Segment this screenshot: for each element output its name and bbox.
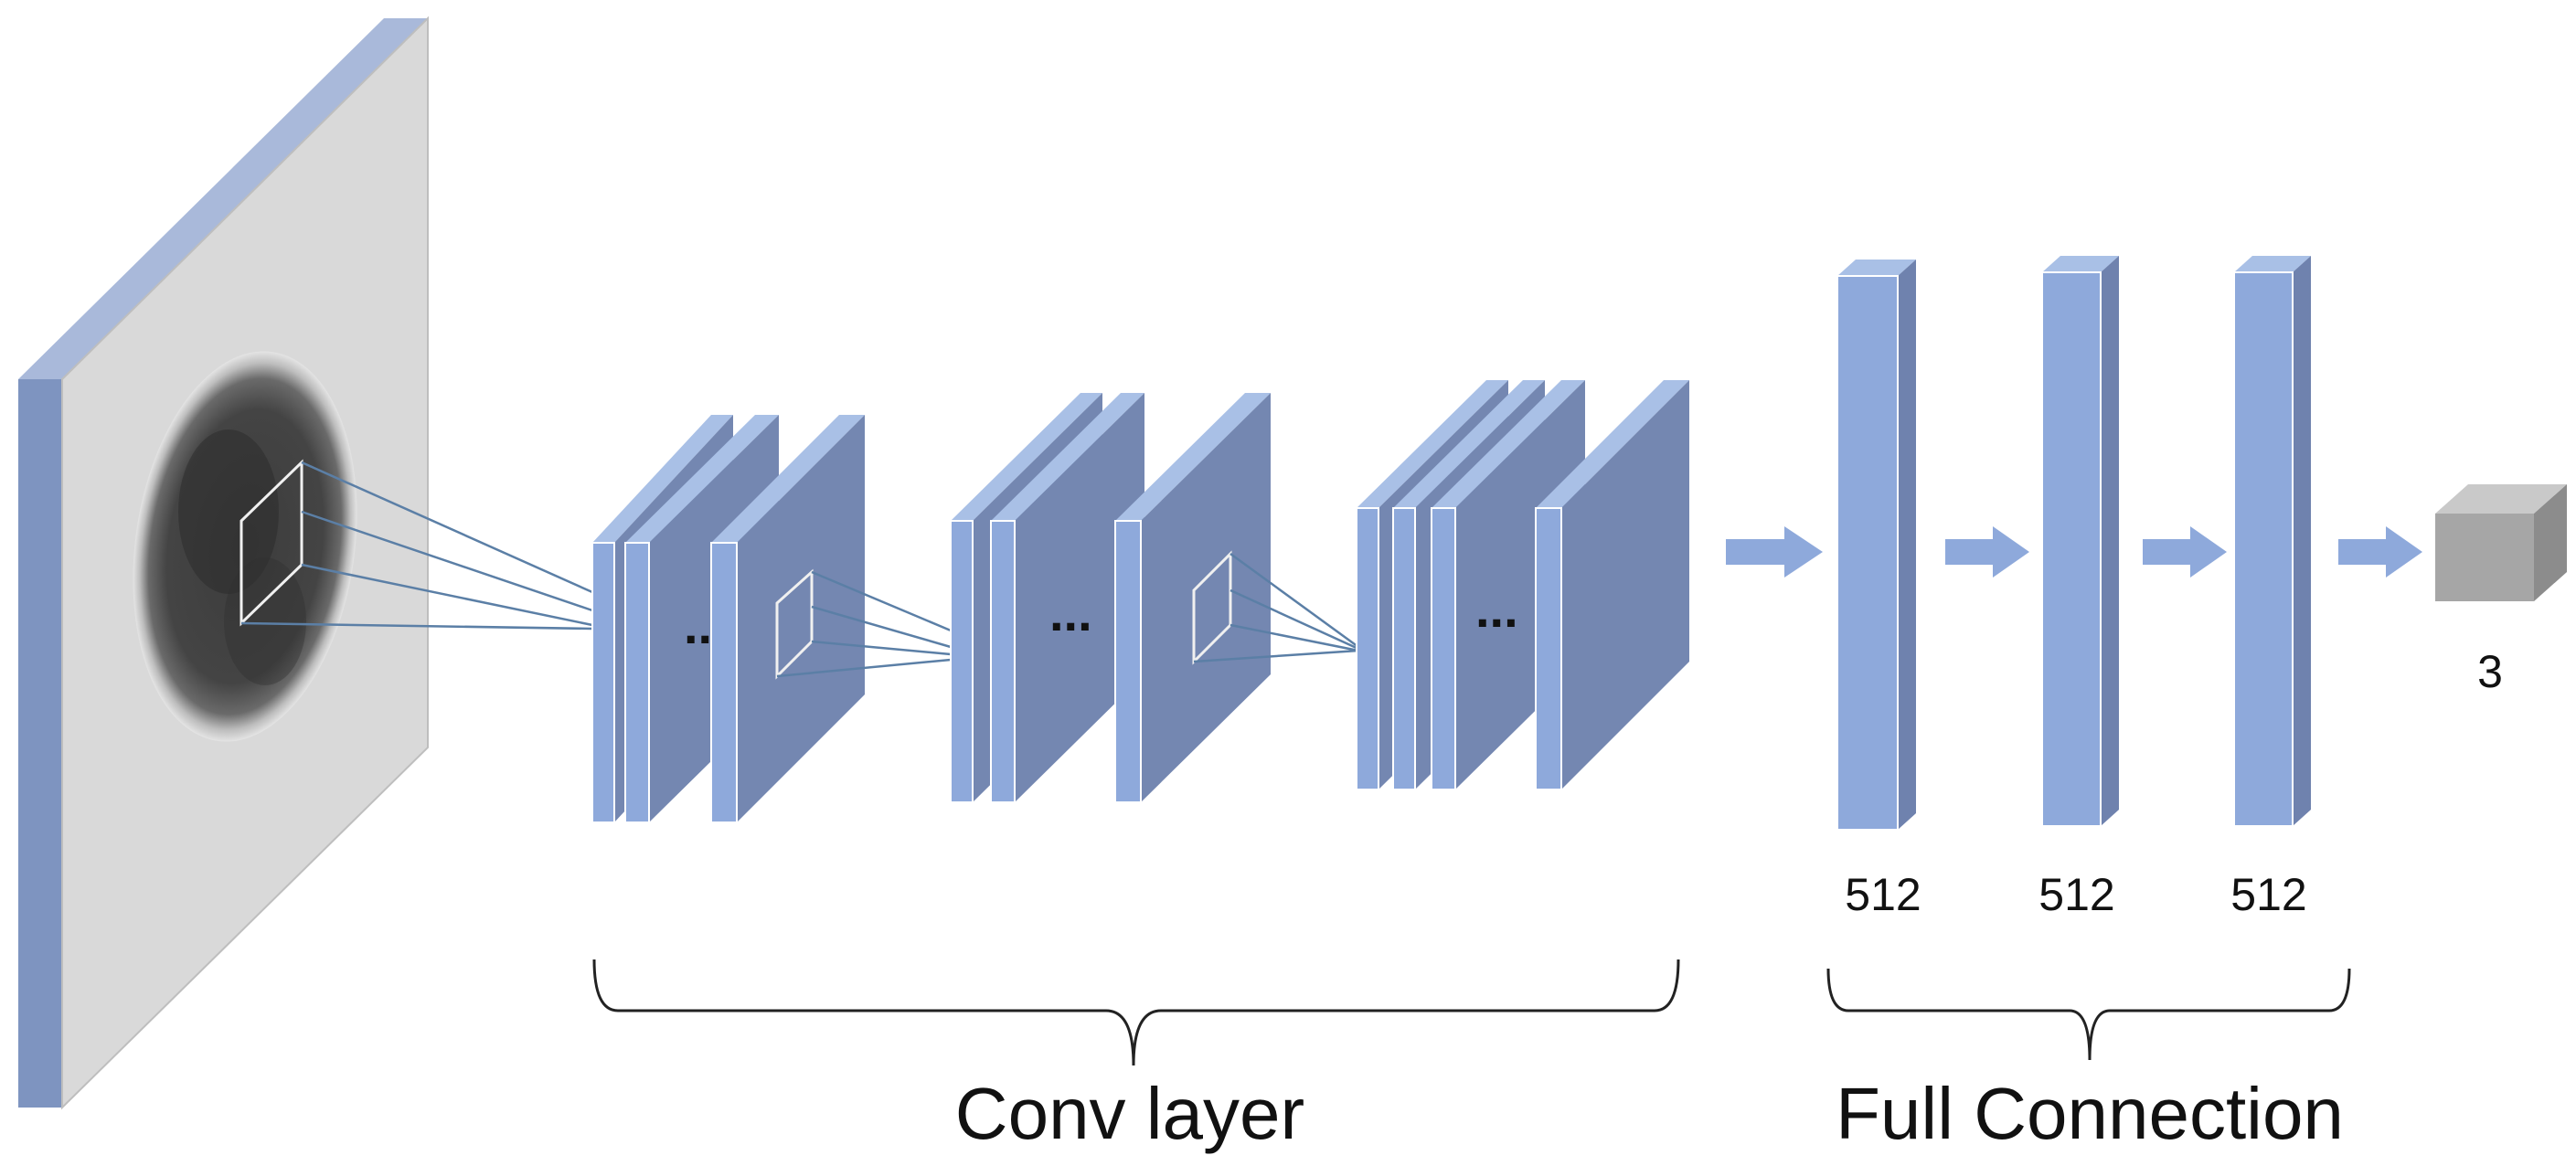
fc-layer-1-units-label: 512 xyxy=(1845,869,1921,920)
fc-layer-2-units-label: 512 xyxy=(2038,869,2114,920)
conv-block-3-ellipsis: ... xyxy=(1475,580,1518,638)
fc-layer-3-units-label: 512 xyxy=(2230,869,2306,920)
conv-block-2: ... xyxy=(950,393,1271,803)
arrow-fc1-to-fc2 xyxy=(1945,526,2029,578)
fc-layer-2 xyxy=(2041,256,2119,827)
feature-map xyxy=(990,393,1144,803)
conv-layer-group-label: Conv layer xyxy=(955,1073,1304,1154)
full-connection-brace xyxy=(1826,968,2351,1061)
arrow-fc3-to-output xyxy=(2338,526,2422,578)
conv-layer-brace xyxy=(592,959,1680,1066)
conv2-to-conv3-connectors xyxy=(1193,552,1359,663)
input-specimen-image xyxy=(133,351,357,742)
fc-layer-3 xyxy=(2233,256,2311,827)
conv-block-3: ... xyxy=(1356,380,1689,790)
input-image-plane xyxy=(18,16,429,1110)
arrow-fc2-to-fc3 xyxy=(2143,526,2227,578)
feature-map xyxy=(710,415,865,823)
fc-layer-1 xyxy=(1836,260,1916,831)
arrow-conv-to-fc1 xyxy=(1726,526,1823,578)
output-cube xyxy=(2435,484,2567,601)
full-connection-group-label: Full Connection xyxy=(1836,1073,2344,1154)
output-units-label: 3 xyxy=(2477,646,2503,697)
flow-arrows xyxy=(1726,526,2422,578)
input-plane-left-edge xyxy=(18,379,62,1108)
conv-block-2-ellipsis: ... xyxy=(1049,584,1092,641)
conv1-to-conv2-connectors xyxy=(776,570,952,678)
conv-block-1: ... xyxy=(591,415,865,823)
feature-map xyxy=(1535,380,1689,790)
input-to-conv1-connectors xyxy=(240,461,593,631)
input-plane-top-edge xyxy=(18,18,428,379)
feature-map xyxy=(1114,393,1271,803)
